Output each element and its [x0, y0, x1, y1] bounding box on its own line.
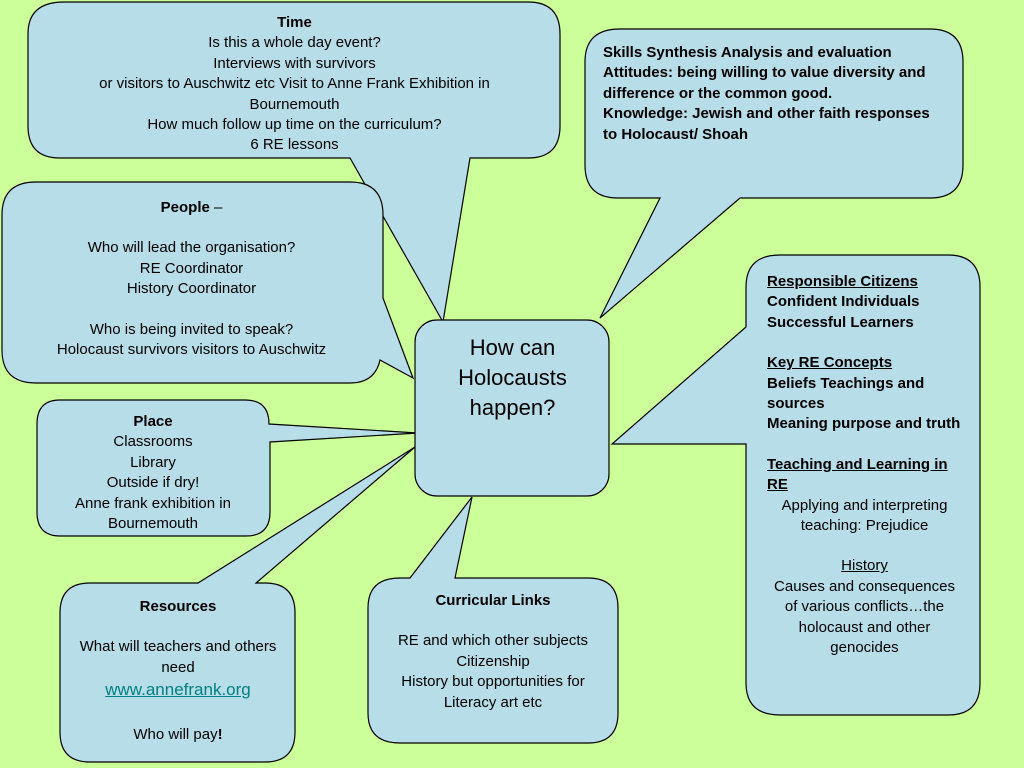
aims-bubble — [610, 254, 981, 716]
curricular-text: Curricular Links RE and which other subj… — [382, 591, 604, 713]
tl-heading: Teaching and Learning in RE — [767, 455, 948, 494]
place-line: Library — [130, 453, 176, 471]
people-heading-row: People – — [20, 198, 363, 218]
spacer — [767, 536, 962, 556]
place-bubble — [36, 399, 419, 537]
pay-row: Who will pay! — [72, 725, 284, 745]
aims-text: Responsible Citizens Confident Individua… — [767, 272, 962, 659]
tl-line: Applying and interpreting teaching: Prej… — [781, 496, 948, 535]
spacer — [72, 701, 284, 725]
history-heading: History — [841, 557, 888, 575]
place-line: Classrooms — [113, 433, 193, 451]
curricular-bubble — [367, 496, 619, 744]
aims-line: Successful Learners — [767, 313, 914, 331]
people-line: RE Coordinator — [139, 259, 244, 277]
center-box-shape — [414, 319, 610, 497]
place-line: Anne frank exhibition in Bournemouth — [75, 494, 231, 533]
people-bubble — [1, 181, 415, 384]
aims-heading: Responsible Citizens — [767, 273, 918, 290]
time-line: or visitors to Auschwitz etc Visit to An… — [99, 75, 490, 113]
concepts-line: Beliefs Teachings and sources — [767, 374, 925, 413]
skills-line: Knowledge: Jewish and other faith respon… — [603, 105, 930, 143]
spacer — [20, 218, 363, 238]
time-bubble — [27, 1, 561, 324]
central-question: How can Holocausts happen? — [458, 335, 567, 420]
skills-line: Attitudes: being willing to value divers… — [603, 64, 926, 102]
spacer — [382, 611, 604, 631]
pay-mark: ! — [217, 726, 223, 744]
curricular-line: History but opportunities for Literacy a… — [401, 673, 585, 711]
concepts-heading: Key RE Concepts — [767, 354, 893, 372]
resources-text: Resources What will teachers and others … — [72, 597, 284, 746]
annefrank-link[interactable]: www.annefrank.org — [105, 680, 251, 700]
curricular-heading: Curricular Links — [435, 592, 551, 609]
people-line: Who is being invited to speak? — [89, 320, 294, 338]
resources-bubble — [59, 446, 416, 763]
time-line: Is this a whole day event? — [208, 34, 381, 52]
time-heading: Time — [277, 14, 312, 31]
resources-heading: Resources — [139, 598, 217, 615]
people-line: History Coordinator — [126, 280, 257, 298]
curricular-line: RE and which other subjects — [397, 632, 589, 650]
place-line: Outside if dry! — [106, 474, 200, 492]
aims-line: Confident Individuals — [767, 293, 920, 311]
history-line: Causes and consequences of various confl… — [774, 577, 955, 657]
spacer — [767, 435, 962, 455]
resources-line: What will teachers and others need — [79, 638, 277, 676]
pay-text: Who will pay — [133, 726, 218, 744]
place-heading: Place — [133, 413, 173, 430]
people-line: Who will lead the organisation? — [87, 239, 296, 257]
people-line: Holocaust survivors visitors to Auschwit… — [56, 341, 327, 359]
skills-line: Skills Synthesis Analysis and evaluation — [603, 44, 892, 61]
people-heading-suffix: – — [209, 199, 223, 216]
concepts-line: Meaning purpose and truth — [767, 415, 961, 433]
time-text: Time Is this a whole day event? Intervie… — [62, 13, 527, 156]
curricular-line: Citizenship — [456, 652, 530, 670]
time-line: Interviews with survivors — [213, 54, 376, 72]
skills-bubble — [584, 28, 964, 319]
people-text: People – Who will lead the organisation?… — [20, 198, 363, 360]
spacer — [20, 300, 363, 320]
spacer — [72, 617, 284, 637]
skills-text: Skills Synthesis Analysis and evaluation… — [603, 43, 948, 145]
people-heading: People — [160, 199, 210, 216]
place-text: Place Classrooms Library Outside if dry!… — [50, 412, 256, 534]
time-line: How much follow up time on the curriculu… — [147, 116, 442, 134]
spacer — [767, 333, 962, 353]
time-line: 6 RE lessons — [250, 136, 339, 154]
